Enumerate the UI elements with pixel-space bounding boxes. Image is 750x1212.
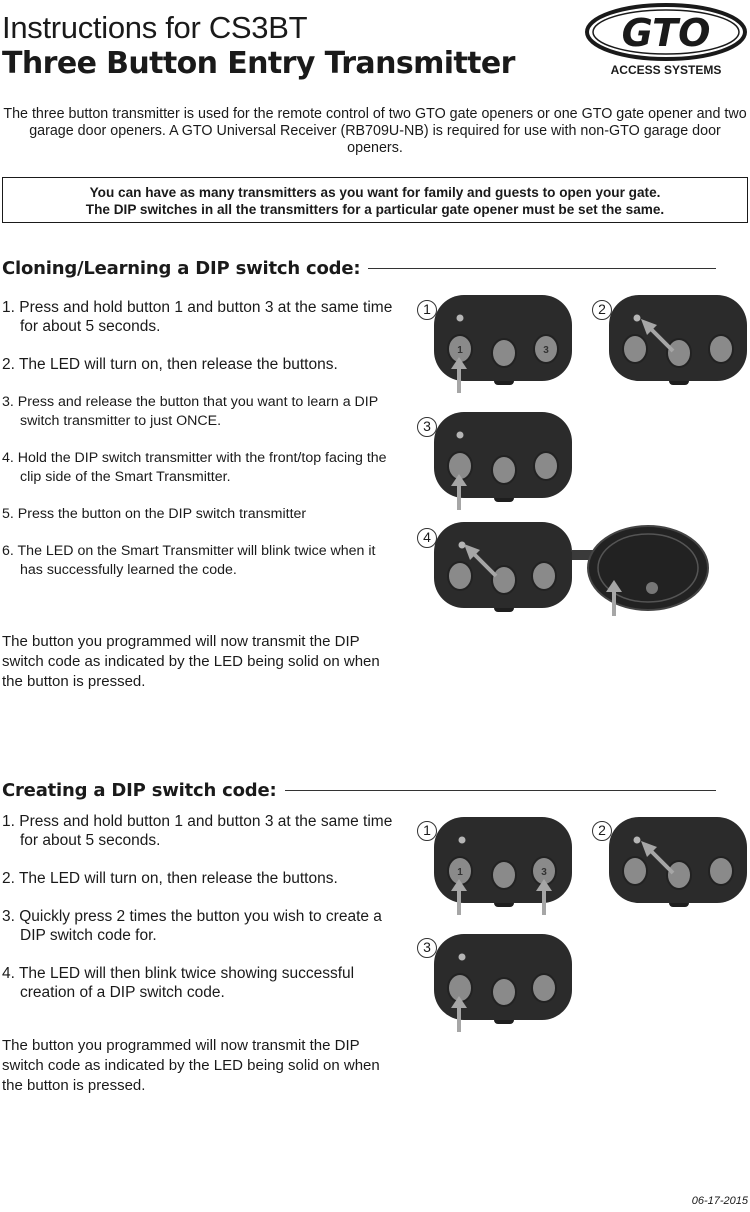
creating-note: The button you programmed will now trans… [2, 1037, 380, 1094]
creating-heading: Creating a DIP switch code: [2, 780, 716, 801]
page-title: Three Button Entry Transmitter [2, 46, 515, 81]
intro-paragraph: The three button transmitter is used for… [3, 106, 747, 156]
button-label-1: 1 [457, 345, 463, 356]
creating-step-3: 3. Quickly press 2 times the button you … [2, 908, 382, 944]
creating-step-4: 4. The LED will then blink twice showing… [2, 965, 355, 1001]
creating-heading-label: Creating a DIP switch code: [2, 780, 277, 801]
cloning-step-5: 5. Press the button on the DIP switch tr… [2, 506, 307, 522]
cloning-steps: 1. Press and hold button 1 and button 3 … [2, 298, 398, 580]
remote-illustration [607, 815, 750, 915]
remote-illustration [607, 293, 750, 393]
remote-illustration [432, 410, 577, 514]
heading-rule [284, 790, 716, 791]
button-label-3: 3 [543, 345, 549, 356]
remote-illustration: 1 3 [432, 815, 577, 919]
gto-logo: GTO ACCESS SYSTEMS [584, 2, 748, 80]
document-date: 06-17-2015 [691, 1195, 748, 1207]
notice-box: You can have as many transmitters as you… [2, 177, 748, 223]
heading-rule [368, 268, 716, 269]
figure-label-1: 1 [417, 821, 437, 841]
cloning-step-3: 3. Press and release the button that you… [2, 394, 378, 429]
button-label-1: 1 [457, 867, 463, 878]
cloning-heading-label: Cloning/Learning a DIP switch code: [2, 258, 361, 279]
button-label-3: 3 [541, 867, 547, 878]
notice-line1: You can have as many transmitters as you… [89, 185, 661, 200]
creating-step-1: 1. Press and hold button 1 and button 3 … [2, 813, 393, 849]
figure-label-1: 1 [417, 300, 437, 320]
creating-steps: 1. Press and hold button 1 and button 3 … [2, 812, 398, 1002]
logo-text: GTO [622, 11, 711, 55]
notice-line2: The DIP switches in all the transmitters… [85, 202, 665, 217]
remote-illustration [432, 932, 577, 1036]
remote-illustration: 1 3 [432, 293, 577, 403]
figure-label-3: 3 [417, 417, 437, 437]
cloning-step-6: 6. The LED on the Smart Transmitter will… [2, 543, 376, 578]
figure-label-4: 4 [417, 528, 437, 548]
creating-step-2: 2. The LED will turn on, then release th… [2, 870, 338, 887]
cloning-note: The button you programmed will now trans… [2, 633, 380, 690]
figure-label-3: 3 [417, 938, 437, 958]
cloning-step-1: 1. Press and hold button 1 and button 3 … [2, 299, 393, 335]
title-line1: Instructions for CS3BT [2, 10, 308, 45]
remote-with-dip-transmitter [432, 520, 748, 620]
cloning-step-4: 4. Hold the DIP switch transmitter with … [2, 450, 387, 485]
cloning-step-2: 2. The LED will turn on, then release th… [2, 356, 338, 373]
cloning-heading: Cloning/Learning a DIP switch code: [2, 258, 716, 279]
figure-label-2: 2 [592, 821, 612, 841]
figure-label-2: 2 [592, 300, 612, 320]
logo-subtext: ACCESS SYSTEMS [611, 63, 722, 77]
